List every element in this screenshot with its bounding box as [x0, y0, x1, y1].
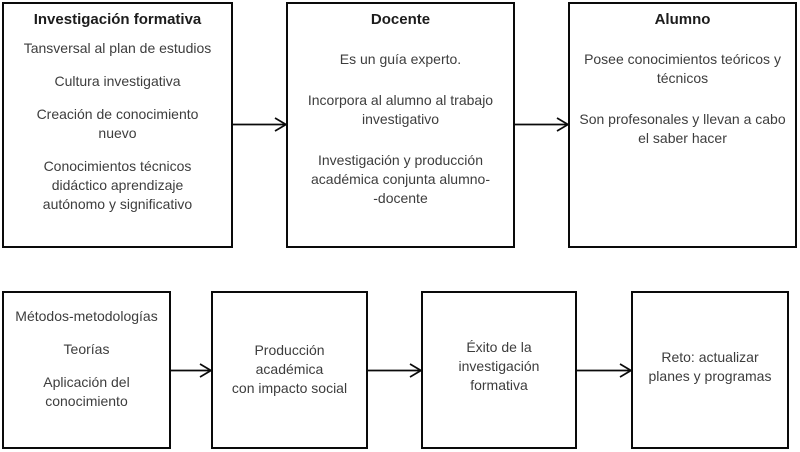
- box-item: Tansversal al plan de estudios: [23, 40, 212, 56]
- box-item: Es un guía experto.: [339, 51, 462, 67]
- box-reto-actualizar: Reto: actualizar planes y programas: [631, 291, 789, 449]
- box-title-alumno: Alumno: [654, 11, 711, 28]
- box-item: Aplicación del conocimiento: [43, 374, 130, 409]
- arrow-metodos-to-produccion: [170, 363, 213, 378]
- box-item: Teorías: [63, 341, 110, 357]
- box-investigacion-formativa: Investigación formativa Tansversal al pl…: [2, 2, 233, 248]
- box-item: Incorpora al alumno al trabajo investiga…: [307, 92, 494, 127]
- arrow-produccion-to-exito: [367, 363, 423, 378]
- arrow-exito-to-reto: [576, 363, 633, 378]
- box-item: Conocimientos técnicos didáctico aprendi…: [42, 158, 193, 212]
- box-title-docente: Docente: [370, 11, 431, 28]
- box-item: Creación de conocimiento nuevo: [36, 106, 199, 141]
- arrow-investigacion-to-docente: [232, 117, 288, 132]
- box-title-investigacion-formativa: Investigación formativa: [33, 11, 202, 28]
- box-item: Investigación y producción académica con…: [311, 152, 490, 206]
- box-docente: Docente Es un guía experto. Incorpora al…: [286, 2, 515, 248]
- box-item: Posee conocimientos teóricos y técnicos: [584, 51, 781, 86]
- box-item: Reto: actualizar planes y programas: [648, 349, 772, 384]
- box-produccion-academica: Producción académica con impacto social: [211, 291, 368, 449]
- arrow-docente-to-alumno: [514, 117, 570, 132]
- box-item: Métodos-metodologías: [15, 308, 158, 324]
- box-item: Producción académica con impacto social: [231, 342, 348, 396]
- box-item: Cultura investigativa: [54, 73, 181, 89]
- box-metodos-metodologias: Métodos-metodologías Teorías Aplicación …: [2, 291, 171, 449]
- box-item: Son profesonales y llevan a cabo el sabe…: [579, 111, 786, 146]
- box-alumno: Alumno Posee conocimientos teóricos y té…: [568, 2, 797, 248]
- box-exito-investigacion-formativa: Éxito de la investigación formativa: [421, 291, 577, 449]
- box-item: Éxito de la investigación formativa: [458, 339, 540, 393]
